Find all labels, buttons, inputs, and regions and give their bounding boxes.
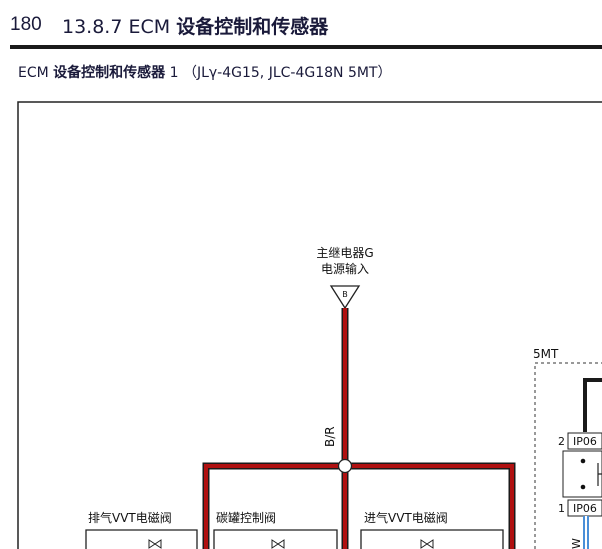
- wire-partial-label: W: [570, 538, 583, 549]
- connector-ip06-top-label: IP06: [573, 435, 597, 448]
- connector-b-letter: B: [342, 290, 348, 299]
- valve-icon: [148, 539, 434, 549]
- pin-1-label: 1: [558, 502, 565, 515]
- wire-black: [583, 378, 602, 432]
- diagram-subtitle: ECM 设备控制和传感器 1 （JLγ-4G15, JLC-4G18N 5MT）: [18, 62, 392, 82]
- connector-ip06-top: [567, 432, 602, 450]
- component-label-intake-vvt: 进气VVT电磁阀: [364, 510, 448, 525]
- diagram-frame: [17, 101, 602, 549]
- power-source-label-2: 电源输入: [321, 261, 369, 276]
- splice-point: [337, 458, 353, 474]
- wire-color-label: B/R: [323, 426, 337, 447]
- page-number: 180: [10, 14, 42, 35]
- section-number: 13.8.7 ECM: [62, 16, 177, 38]
- connector-ip06-bottom-label: IP06: [573, 502, 597, 515]
- wire-b-r: [202, 308, 516, 549]
- component-box-canister: [213, 529, 338, 549]
- section-title-text: 设备控制和传感器: [176, 16, 329, 38]
- switch-body: [562, 450, 602, 498]
- header-rule: [10, 45, 602, 49]
- subtitle-prefix: ECM: [18, 65, 54, 81]
- switch-lever-icon: [597, 463, 602, 486]
- section-title: 13.8.7 ECM 设备控制和传感器: [62, 12, 328, 39]
- component-label-canister: 碳罐控制阀: [216, 511, 276, 525]
- subtitle-title: 设备控制和传感器: [53, 65, 166, 81]
- subtitle-suffix: 1 （JLγ-4G15, JLC-4G18N 5MT）: [165, 65, 392, 81]
- power-source-label-1: 主继电器G: [316, 246, 373, 260]
- switch-contact-top: [580, 458, 586, 464]
- group-label-5mt: 5MT: [533, 347, 559, 361]
- component-box-intake-vvt: [360, 529, 504, 549]
- group-5mt-frame: [534, 362, 602, 549]
- switch-contact-bottom: [580, 484, 586, 490]
- component-label-exhaust-vvt: 排气VVT电磁阀: [88, 510, 172, 525]
- pin-2-label: 2: [558, 435, 565, 448]
- connector-b-icon: [329, 285, 361, 310]
- component-box-exhaust-vvt: [85, 529, 198, 549]
